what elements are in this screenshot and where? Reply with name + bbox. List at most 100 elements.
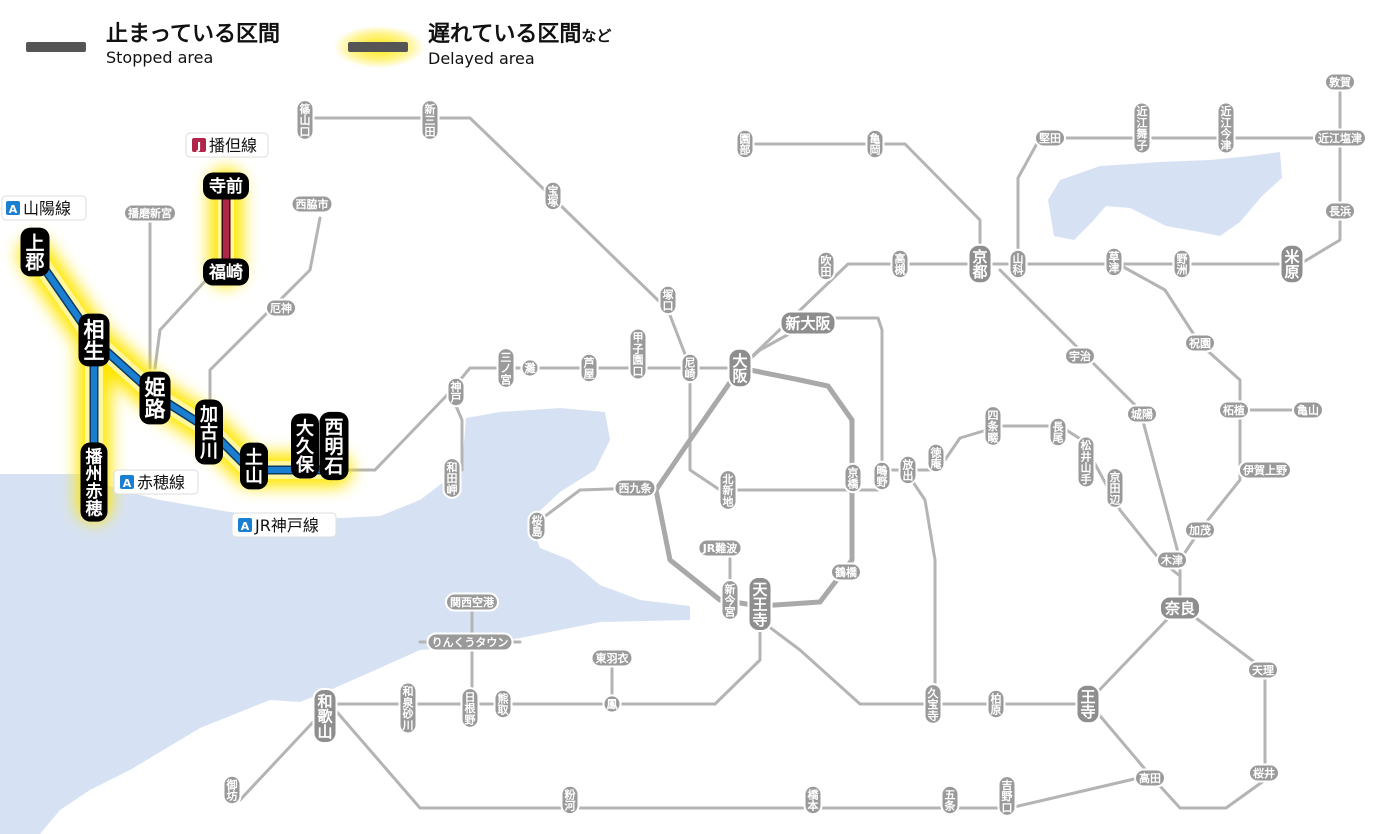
station-name: 京橋 (848, 465, 860, 490)
station-kyobashi[interactable]: 京橋 (843, 462, 863, 494)
station-marker (727, 347, 753, 389)
line-label-kobe[interactable]: A JR神戸線 (231, 512, 337, 538)
station-kameyama[interactable]: 亀山 (1292, 400, 1324, 420)
station-takada[interactable]: 高田 (1134, 768, 1166, 788)
station-nishi-akashi[interactable]: 西明石 (319, 411, 349, 481)
station-shin-osaka[interactable]: 新大阪 (779, 310, 837, 336)
station-name: 園部 (740, 132, 751, 156)
station-tenri[interactable]: 天理 (1247, 660, 1279, 680)
station-takatsuki[interactable]: 高槻 (890, 248, 910, 280)
station-wakayama[interactable]: 和歌山 (312, 688, 338, 744)
station-kizugawadai[interactable]: 祝園 (1184, 333, 1216, 353)
station-sakurajima[interactable]: 桜島 (527, 510, 547, 542)
line-label-sanyo[interactable]: A 山陽線 (1, 195, 87, 221)
station-sakurai[interactable]: 桜井 (1248, 763, 1280, 783)
station-amagasaki[interactable]: 尼崎 (680, 352, 700, 384)
station-tsuge[interactable]: 柘植 (1218, 400, 1250, 420)
station-fukusaki[interactable]: 福崎 (203, 258, 249, 286)
station-kokawa[interactable]: 粉河 (560, 784, 580, 816)
station-hanaten[interactable]: 放出 (898, 454, 918, 486)
station-name: 姫路 (145, 376, 167, 421)
station-takarazuka[interactable]: 宝塚 (543, 180, 563, 212)
station-nishikujo[interactable]: 西九条 (613, 478, 657, 498)
station-shigino[interactable]: 鴫野 (872, 460, 892, 492)
station-rinku-town[interactable]: りんくうタウン (426, 632, 514, 652)
station-ashiya[interactable]: 芦屋 (579, 352, 599, 384)
station-kobe[interactable]: 神戸 (446, 376, 466, 408)
station-maibara[interactable]: 米原 (1279, 243, 1305, 285)
station-osaka[interactable]: 大阪 (727, 347, 753, 389)
station-nara[interactable]: 奈良 (1159, 595, 1201, 621)
station-kansai-airport[interactable]: 関西空港 (445, 592, 499, 612)
station-kyuhoji[interactable]: 久宝寺 (923, 683, 943, 725)
station-shin-imamiya[interactable]: 新今宮 (720, 579, 740, 621)
station-higashi-hagoromo[interactable]: 東羽衣 (590, 648, 634, 668)
station-kusatsu[interactable]: 草津 (1104, 246, 1124, 278)
line-name-kobe: JR神戸線 (254, 516, 319, 535)
station-kizu[interactable]: 木津 (1156, 550, 1188, 570)
station-yamashina[interactable]: 山科 (1008, 248, 1028, 280)
station-kakogawa[interactable]: 加古川 (195, 399, 223, 465)
station-tokuan[interactable]: 徳庵 (926, 442, 946, 474)
station-harima-ako[interactable]: 播州赤穂 (80, 442, 108, 522)
station-harima-shingu[interactable]: 播磨新宮 (123, 203, 177, 223)
station-name: 柏原 (991, 691, 1002, 716)
station-kyoto[interactable]: 京都 (967, 243, 993, 285)
station-jojo[interactable]: 城陽 (1126, 404, 1158, 424)
station-shijonawate[interactable]: 四条畷 (983, 405, 1003, 447)
station-suita[interactable]: 吹田 (816, 250, 836, 282)
station-marker (1218, 400, 1250, 420)
station-kumatori[interactable]: 熊取 (493, 688, 513, 720)
station-marker (658, 284, 678, 316)
station-shin-sanda[interactable]: 新三田 (420, 99, 440, 141)
station-kitashinchi[interactable]: 北新地 (718, 469, 738, 511)
station-koshienguchi[interactable]: 甲子園口 (628, 327, 648, 381)
station-omi-maiko[interactable]: 近江舞子 (1132, 101, 1152, 155)
station-katata[interactable]: 堅田 (1034, 128, 1066, 148)
station-name: 米原 (1284, 248, 1300, 281)
station-nada[interactable]: 灘 (520, 358, 540, 378)
station-sasayamaguchi[interactable]: 篠山口 (295, 99, 315, 141)
station-matsuiyamate[interactable]: 松井山手 (1076, 435, 1096, 489)
station-tsukaguchi[interactable]: 塚口 (658, 284, 678, 316)
station-kashiwara[interactable]: 柏原 (986, 688, 1006, 720)
station-kameoka[interactable]: 亀岡 (865, 128, 885, 160)
station-kyotanabe[interactable]: 京田辺 (1105, 467, 1125, 509)
station-himeji[interactable]: 姫路 (139, 371, 171, 425)
station-yasu[interactable]: 野洲 (1172, 248, 1192, 280)
station-kamo[interactable]: 加茂 (1184, 520, 1216, 540)
station-okubo[interactable]: 大久保 (291, 413, 319, 479)
station-wadamisaki[interactable]: 和田岬 (442, 457, 462, 499)
line-label-ako[interactable]: A 赤穂線 (113, 469, 199, 495)
station-uji[interactable]: 宇治 (1064, 346, 1096, 366)
station-yoshinoguchi[interactable]: 吉野口 (997, 775, 1017, 817)
station-kamigori[interactable]: 上郡 (20, 227, 50, 277)
station-iga-ueno[interactable]: 伊賀上野 (1238, 460, 1292, 480)
station-teramae[interactable]: 寺前 (203, 172, 249, 200)
station-aioi[interactable]: 相生 (78, 313, 110, 367)
station-tsuruhashi[interactable]: 鶴橋 (830, 562, 862, 582)
station-oji[interactable]: 王寺 (1075, 683, 1101, 725)
station-tennoji[interactable]: 天王寺 (747, 576, 773, 632)
station-nishiwakishi[interactable]: 西脇市 (290, 194, 334, 214)
station-jr-namba[interactable]: JR難波 (697, 538, 743, 558)
station-marker (1134, 768, 1166, 788)
station-yakujin[interactable]: 厄神 (265, 298, 297, 318)
station-nagao[interactable]: 長尾 (1048, 416, 1068, 448)
station-tsuchiyama[interactable]: 土山 (240, 442, 268, 490)
station-nagahama[interactable]: 長浜 (1324, 201, 1356, 221)
station-tsuruga[interactable]: 敦賀 (1324, 72, 1356, 92)
line-label-bantan[interactable]: J 播但線 (185, 132, 269, 158)
station-gobo[interactable]: 御坊 (222, 774, 242, 806)
station-otori[interactable]: 鳳 (602, 694, 622, 714)
station-omi-imazu[interactable]: 近江今津 (1216, 101, 1236, 155)
station-omi-shiotsu[interactable]: 近江塩津 (1313, 128, 1367, 148)
station-izumisunagawa[interactable]: 和泉砂川 (398, 681, 418, 735)
station-name: 祝園 (1189, 336, 1211, 350)
station-sannomiya[interactable]: 三ノ宮 (496, 347, 516, 389)
station-gojo[interactable]: 五条 (940, 784, 960, 816)
station-hineno[interactable]: 日根野 (460, 687, 480, 729)
station-marker (80, 442, 108, 522)
station-sonobe[interactable]: 園部 (735, 128, 755, 160)
station-hashimoto[interactable]: 橋本 (803, 784, 823, 816)
